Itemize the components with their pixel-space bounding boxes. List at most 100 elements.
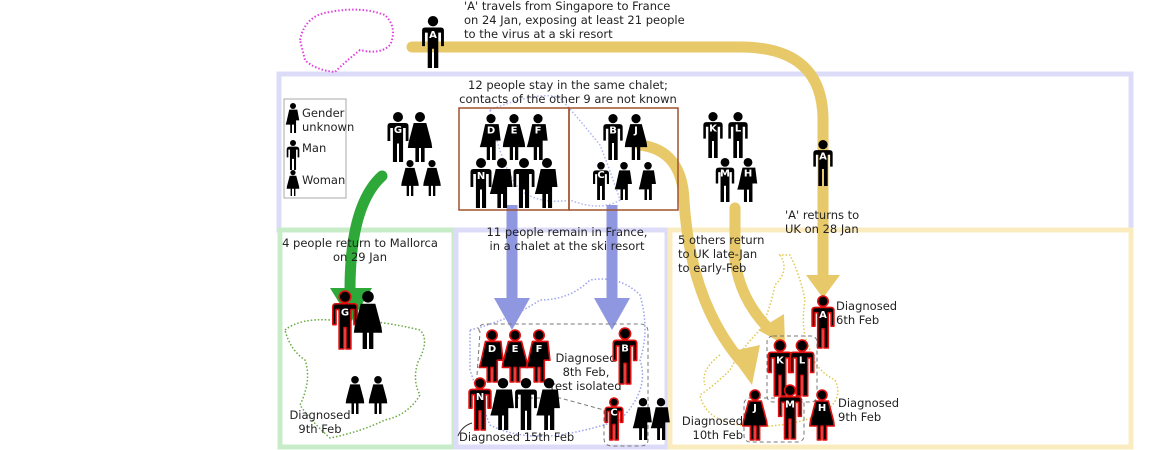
- person-body: [603, 124, 623, 160]
- france-map: [469, 278, 646, 437]
- person-body: [479, 124, 501, 160]
- person-head: [485, 329, 498, 342]
- person-resort-other-3: [423, 160, 441, 196]
- person-body: [777, 396, 803, 440]
- person-letter: F: [535, 125, 542, 136]
- person-body: [728, 122, 748, 158]
- person-resort-b: B: [603, 114, 623, 160]
- person-head: [656, 398, 666, 407]
- person-spain-g: G: [332, 290, 358, 350]
- legend-woman-label: Woman: [302, 173, 345, 187]
- person-body: [423, 167, 441, 196]
- person-body: [407, 123, 433, 162]
- arrow-head-france-1: [494, 298, 530, 330]
- gender-unknown-icon: [285, 103, 300, 133]
- person-head: [818, 140, 828, 150]
- person-letter: K: [709, 123, 718, 134]
- person-letter: B: [621, 344, 629, 355]
- person-body: [525, 340, 551, 383]
- france-map-faint: [489, 95, 621, 207]
- person-letter: M: [720, 168, 730, 179]
- person-resort-c: C: [593, 162, 609, 200]
- person-spain-other-3: [368, 376, 388, 414]
- person-letter: J: [633, 125, 638, 136]
- arrow-head-uk-j: [728, 345, 760, 385]
- person-letter: E: [511, 125, 518, 136]
- person-letter: H: [818, 403, 826, 414]
- person-letter: J: [752, 403, 757, 414]
- person-body: [422, 27, 444, 68]
- person-france-other-10: [650, 398, 670, 440]
- person-letter: A: [819, 151, 827, 162]
- person-head: [374, 376, 382, 384]
- person-resort-other-15: [638, 162, 656, 200]
- person-head: [543, 378, 555, 389]
- person-letter: A: [819, 310, 827, 321]
- chalet-box-left: [458, 107, 570, 211]
- person-head: [427, 16, 439, 27]
- a-travel-path: [406, 41, 829, 284]
- person-head: [509, 114, 519, 124]
- person-head: [816, 389, 828, 401]
- person-head: [290, 170, 296, 176]
- person-resort-other-8: [489, 158, 513, 208]
- person-head: [393, 112, 403, 122]
- person-body: [401, 167, 419, 196]
- person-head: [486, 114, 496, 124]
- person-head: [638, 398, 648, 407]
- person-body: [286, 146, 300, 170]
- person-body: [502, 124, 526, 160]
- person-body: [332, 302, 358, 350]
- person-resort-d: D: [479, 114, 501, 160]
- person-head: [520, 378, 532, 389]
- person-france-other-9: [632, 398, 652, 440]
- person-letter: C: [597, 170, 604, 181]
- person-body: [604, 406, 624, 441]
- person-head: [338, 290, 352, 304]
- man-icon: [286, 140, 300, 170]
- diagnosed-france-15th: Diagnosed 15th Feb: [459, 430, 574, 444]
- j-return-path: [634, 139, 746, 366]
- person-head: [795, 339, 809, 352]
- person-head: [532, 329, 545, 342]
- person-letter: D: [488, 344, 496, 355]
- person-body: [513, 169, 535, 208]
- person-letter: A: [429, 30, 437, 41]
- singapore-map: [298, 8, 395, 74]
- person-france-other-6: [536, 378, 560, 430]
- person-uk-h: H: [809, 389, 835, 441]
- person-resort-j: J: [624, 114, 648, 160]
- legend-man-label: Man: [302, 141, 326, 155]
- person-body: [809, 400, 835, 441]
- person-body: [593, 170, 609, 200]
- person-france-f: F: [525, 329, 551, 383]
- person-resort-other-2: [401, 160, 419, 196]
- person-letter: M: [785, 400, 795, 411]
- france-caption: 11 people remain in France,in a chalet a…: [487, 225, 648, 253]
- person-body: [515, 389, 537, 430]
- person-letter: G: [394, 125, 402, 136]
- person-head: [631, 114, 641, 124]
- person-head: [708, 112, 718, 122]
- person-head: [290, 103, 296, 109]
- person-body: [614, 170, 632, 200]
- person-body: [813, 150, 833, 186]
- person-head: [618, 327, 632, 340]
- person-letter: H: [744, 168, 752, 179]
- person-head: [773, 339, 787, 352]
- person-head: [733, 112, 743, 122]
- person-head: [620, 162, 628, 170]
- person-letter: N: [476, 392, 484, 403]
- travel-arrows: [344, 41, 829, 366]
- person-head: [720, 158, 730, 167]
- arrow-head-uk-a: [806, 275, 840, 298]
- mallorca-return-path: [344, 170, 388, 296]
- arrow-head-france-2: [594, 298, 630, 330]
- diagnosed-15th-pointer: [457, 422, 473, 437]
- person-body: [703, 122, 723, 158]
